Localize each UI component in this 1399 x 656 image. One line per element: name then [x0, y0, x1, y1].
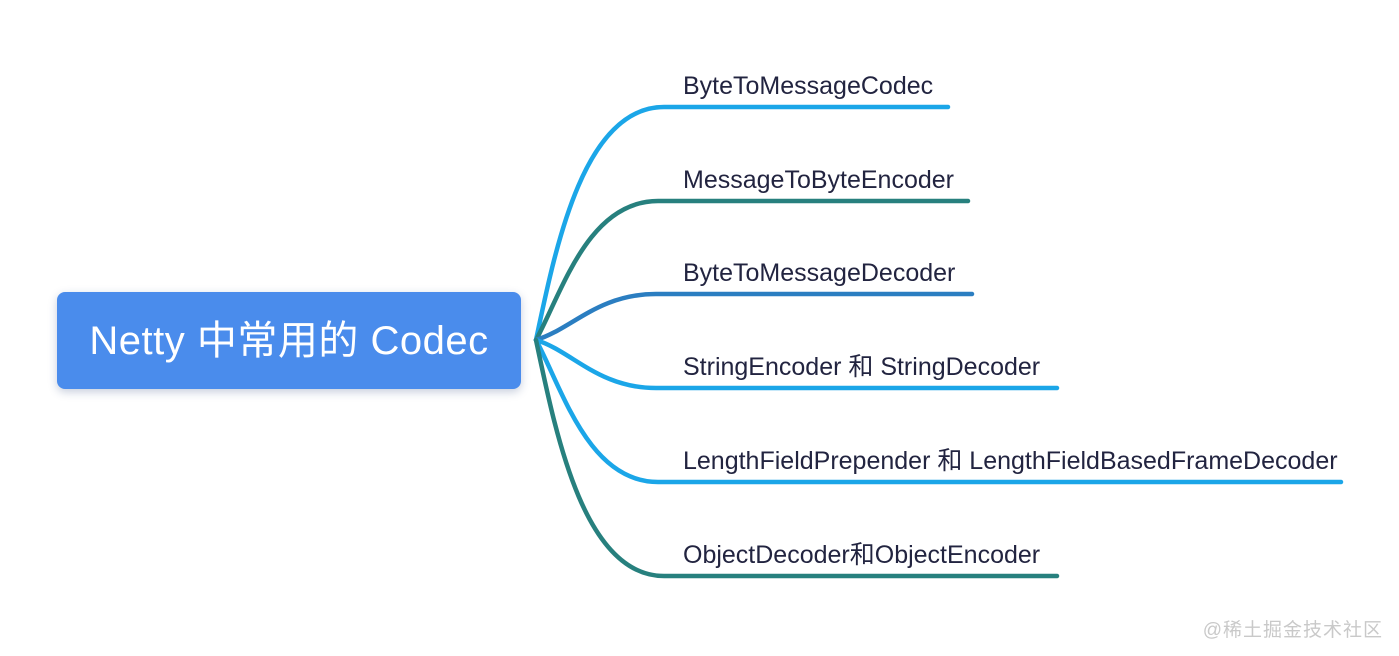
branch-link-line-3: [533, 291, 975, 343]
root-node-label: Netty 中常用的 Codec: [89, 318, 489, 363]
branch-item-lengthfieldprepender-lengthfieldbasedframedecoder[interactable]: LengthFieldPrepender 和 LengthFieldBasedF…: [683, 447, 1338, 475]
branch-item-objectdecoder-objectencoder[interactable]: ObjectDecoder和ObjectEncoder: [683, 541, 1041, 569]
branch-link-line-1: [533, 104, 951, 343]
branch-link-line-5: [533, 337, 1344, 485]
branch-item-messagetobyteencoder[interactable]: MessageToByteEncoder: [683, 166, 954, 194]
root-node[interactable]: Netty 中常用的 Codec: [57, 292, 521, 389]
branch-link-line-2: [533, 198, 971, 343]
watermark: @稀土掘金技术社区: [1202, 620, 1383, 641]
branch-link-line-6: [533, 337, 1060, 579]
branch-item-bytetomessagecodec[interactable]: ByteToMessageCodec: [683, 72, 934, 100]
branch-link-line-4: [533, 337, 1060, 391]
branch-item-bytetomessagedecoder[interactable]: ByteToMessageDecoder: [683, 259, 956, 287]
branch-item-stringencoder-stringdecoder[interactable]: StringEncoder 和 StringDecoder: [683, 353, 1041, 381]
